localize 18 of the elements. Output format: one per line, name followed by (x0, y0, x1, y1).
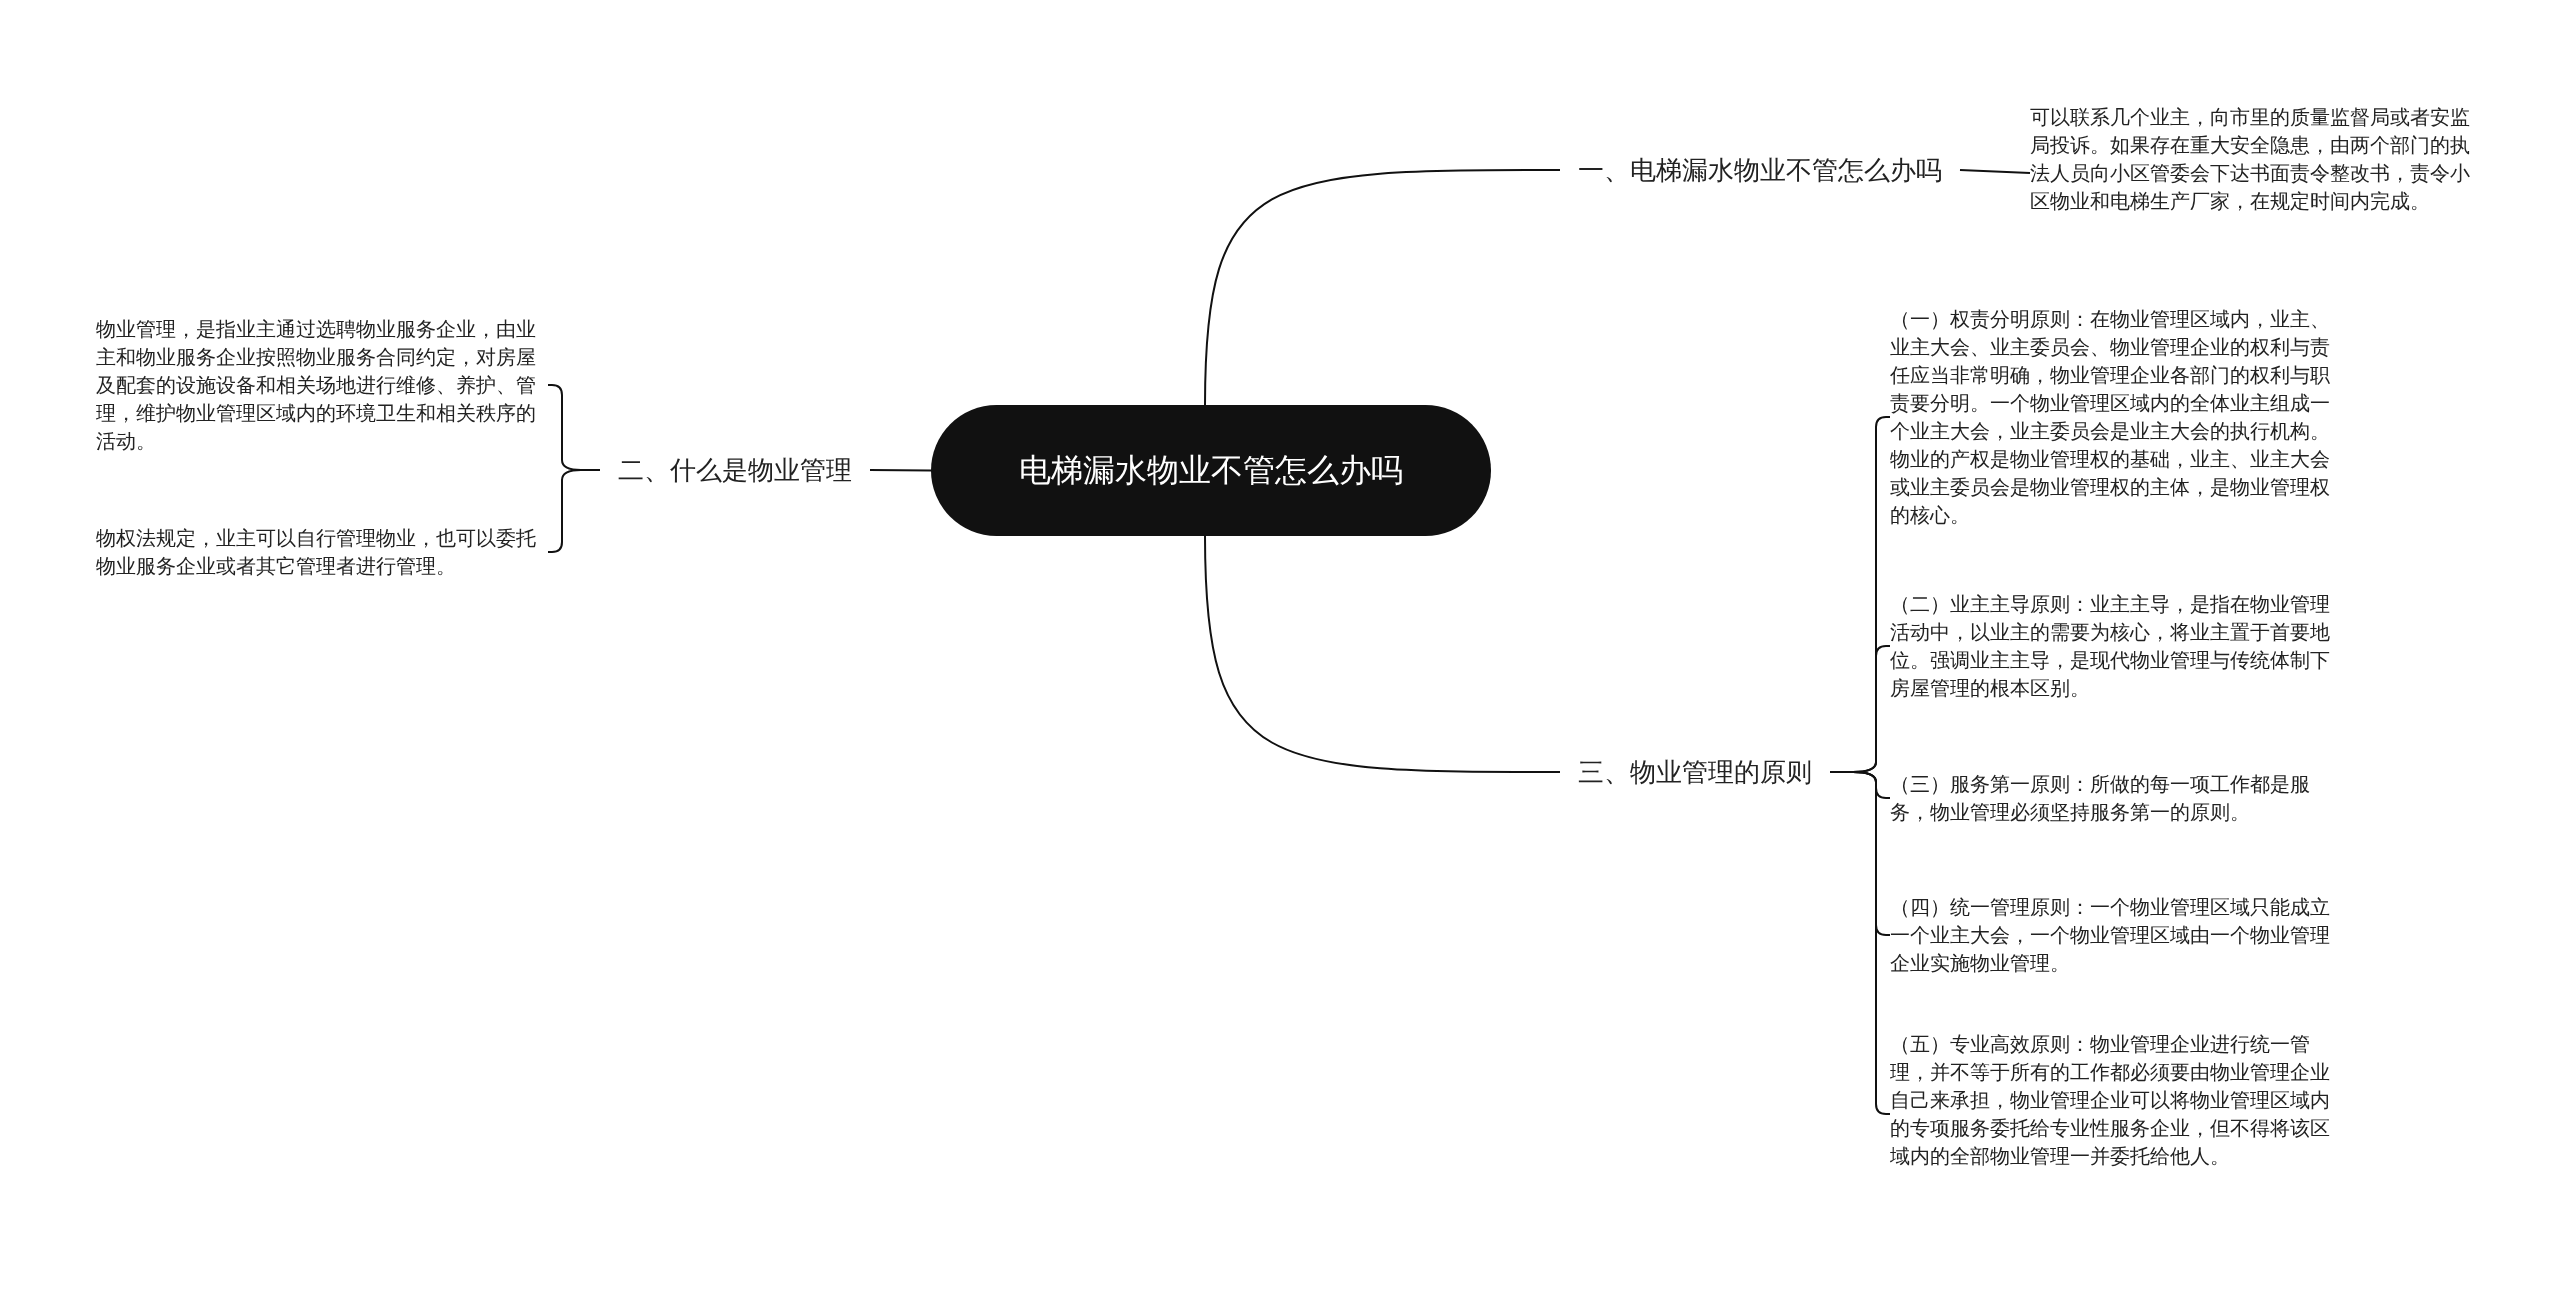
central-topic: 电梯漏水物业不管怎么办吗 (931, 405, 1491, 536)
branch-topic: 二、什么是物业管理 (600, 450, 870, 490)
connector-line (1204, 169, 1561, 406)
note-text: （三）服务第一原则：所做的每一项工作都是服务，物业管理必须坚持服务第一的原则。 (1890, 770, 2340, 826)
branch-topic: 三、物业管理的原则 (1560, 752, 1830, 792)
connector-line (547, 469, 601, 553)
connector-line (1829, 771, 1891, 1115)
note-text: （五）专业高效原则：物业管理企业进行统一管理，并不等于所有的工作都必须要由物业管理企业自己来承担，物业管理企业可以将物业管理区域内的专项服务委托给专业性服务企业，但不得将该区域内的全部物业管理一并委托给他人。 (1890, 1030, 2340, 1198)
note-text: 物权法规定，业主可以自行管理物业，也可以委托物业服务企业或者其它管理者进行管理。 (96, 524, 548, 580)
note-text: 物业管理，是指业主通过选聘物业服务企业，由业主和物业服务企业按照物业服务合同约定，对房屋及配套的设施设备和相关场地进行维修、养护、管理，维护物业管理区域内的环境卫生和相关秩序的活动。 (96, 315, 548, 455)
note-text: （一）权责分明原则：在物业管理区域内，业主、业主大会、业主委员会、物业管理企业的权利与责任应当非常明确，物业管理企业各部门的权利与职责要分明。一个物业管理区域内的全体业主组成一个业主大会，业主委员会是业主大会的执行机构。物业的产权是物业管理权的基础，业主、业主大会或业主委员会是物业管理权的主体，是物业管理权的核心。 (1890, 305, 2340, 529)
connector-line (869, 469, 932, 472)
note-text: （四）统一管理原则：一个物业管理区域只能成立一个业主大会，一个物业管理区域由一个物业管理企业实施物业管理。 (1890, 893, 2340, 977)
note-text: （二）业主主导原则：业主主导，是指在物业管理活动中，以业主的需要为核心，将业主置于首要地位。强调业主主导，是现代物业管理与传统体制下房屋管理的根本区别。 (1890, 590, 2340, 702)
branch-topic: 一、电梯漏水物业不管怎么办吗 (1560, 150, 1960, 190)
note-text: 可以联系几个业主，向市里的质量监督局或者安监局投诉。如果存在重大安全隐患，由两个部门的执法人员向小区管委会下达书面责令整改书，责令小区物业和电梯生产厂家，在规定时间内完成。 (2030, 103, 2480, 243)
connector-line (1959, 169, 2031, 174)
connector-line (1204, 535, 1561, 773)
